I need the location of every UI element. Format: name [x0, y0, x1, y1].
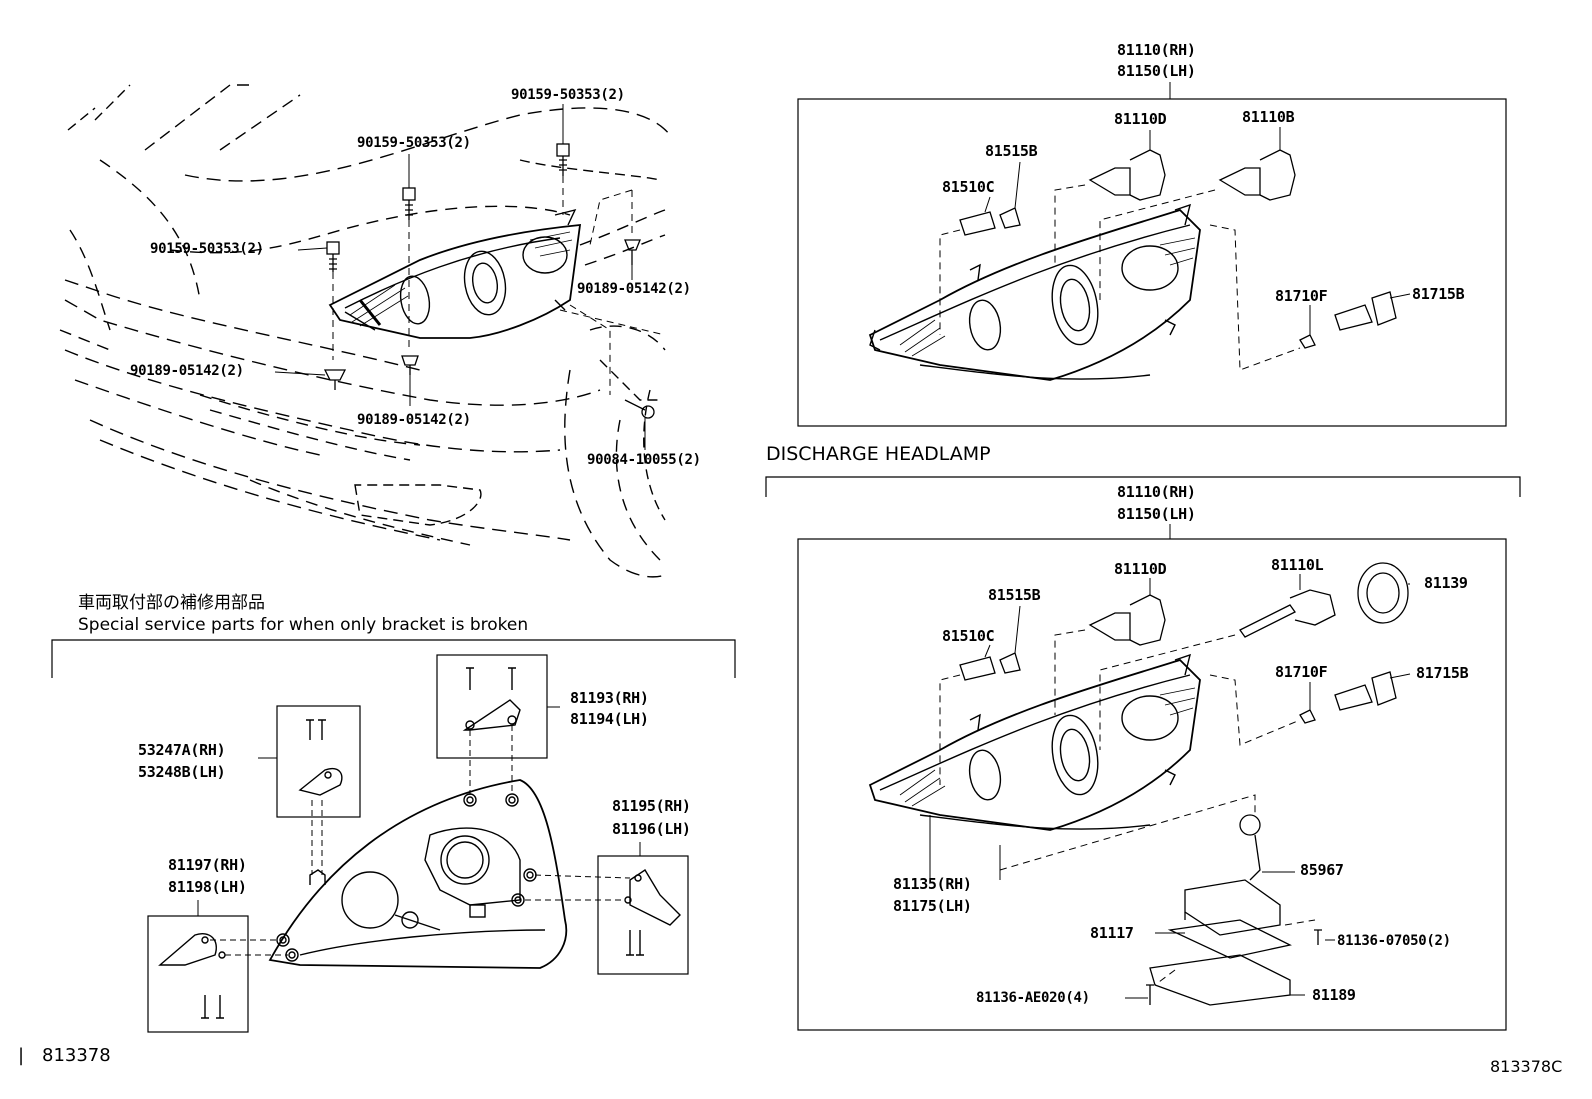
callout-bolt-top-middle: 90159-50353(2) [357, 135, 471, 151]
standard-headlamp-illustration [797, 82, 1507, 427]
part-81197: 81197(RH) [168, 856, 247, 874]
part-81194: 81194(LH) [570, 710, 649, 728]
dis-part-81510c: 81510C [942, 627, 995, 645]
dis-part-81135: 81135(RH) [893, 875, 972, 893]
std-part-81110d: 81110D [1114, 110, 1167, 128]
dis-part-81110d: 81110D [1114, 560, 1167, 578]
part-81196: 81196(LH) [612, 820, 691, 838]
dis-part-81110l: 81110L [1271, 556, 1324, 574]
dis-part-81189: 81189 [1312, 986, 1356, 1004]
part-53248b: 53248B(LH) [138, 763, 226, 781]
std-assembly-rh: 81110(RH) [1117, 41, 1196, 59]
callout-clip-right: 90189-05142(2) [577, 281, 691, 297]
std-assembly-lh: 81150(LH) [1117, 62, 1196, 80]
part-81193: 81193(RH) [570, 689, 649, 707]
dis-part-81139: 81139 [1424, 574, 1468, 592]
dis-part-81117: 81117 [1090, 924, 1134, 942]
part-53247a: 53247A(RH) [138, 741, 226, 759]
vehicle-front-illustration [59, 84, 671, 578]
callout-bolt-top-right: 90159-50353(2) [511, 87, 625, 103]
dis-assembly-lh: 81150(LH) [1117, 505, 1196, 523]
dis-part-85967: 85967 [1300, 861, 1344, 879]
bracket-repair-illustration [51, 639, 736, 1033]
diagram-code-left-marker: | [18, 1045, 25, 1066]
repair-heading-jp: 車両取付部の補修用部品 [78, 593, 265, 613]
part-81198: 81198(LH) [168, 878, 247, 896]
std-part-81110b: 81110B [1242, 108, 1295, 126]
dis-part-81175: 81175(LH) [893, 897, 972, 915]
discharge-headlamp-title: DISCHARGE HEADLAMP [766, 443, 991, 465]
diagram-code-left: 813378 [42, 1045, 111, 1066]
dis-assembly-rh: 81110(RH) [1117, 483, 1196, 501]
discharge-headlamp-illustration [765, 476, 1521, 1031]
callout-screw-fender: 90084-10055(2) [587, 452, 701, 468]
callout-clip-left: 90189-05142(2) [130, 363, 244, 379]
part-81195: 81195(RH) [612, 797, 691, 815]
callout-bolt-left: 90159-50353(2) [150, 241, 264, 257]
repair-heading-en: Special service parts for when only brac… [78, 615, 529, 635]
dis-part-81710f: 81710F [1275, 663, 1328, 681]
std-part-81510c: 81510C [942, 178, 995, 196]
dis-part-81136-07050: 81136-07050(2) [1337, 933, 1451, 949]
callout-clip-bottom: 90189-05142(2) [357, 412, 471, 428]
diagram-code-right: 813378C [1490, 1057, 1563, 1076]
dis-part-81136-ae020: 81136-AE020(4) [976, 990, 1090, 1006]
std-part-81515b: 81515B [985, 142, 1038, 160]
std-part-81710f: 81710F [1275, 287, 1328, 305]
dis-part-81515b: 81515B [988, 586, 1041, 604]
dis-part-81715b: 81715B [1416, 664, 1469, 682]
std-part-81715b: 81715B [1412, 285, 1465, 303]
